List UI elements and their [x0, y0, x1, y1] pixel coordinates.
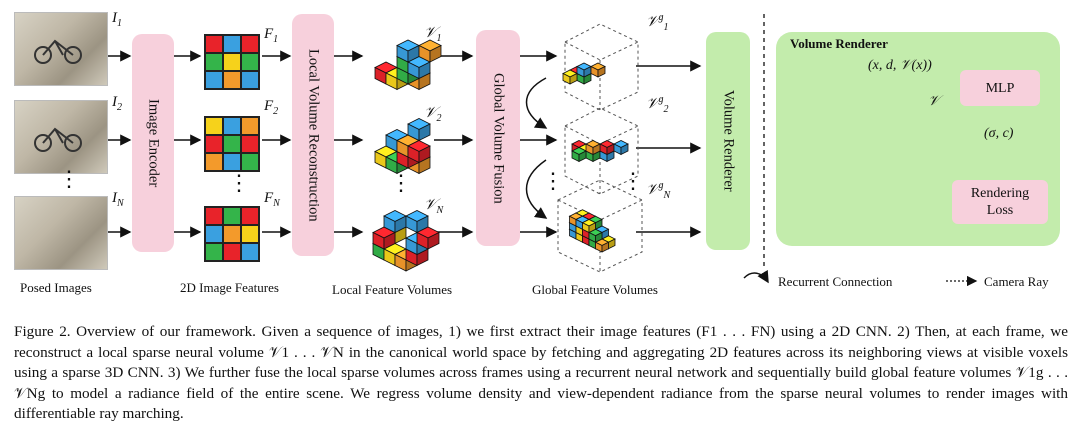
feature-cell [223, 71, 241, 89]
feature-cell [241, 35, 259, 53]
posed-image-2 [14, 100, 108, 174]
feature-cell [205, 153, 223, 171]
bicycle-icon [34, 39, 82, 64]
feature-label-n: FN [264, 190, 280, 209]
global-feature-volumes-label: Global Feature Volumes [532, 282, 658, 297]
input-label-2: I2 [112, 94, 122, 113]
local-volume-reconstruction-label: Local Volume Reconstruction [305, 48, 322, 222]
ellipsis-vertical: ⋮ [542, 168, 564, 193]
voxel [613, 140, 629, 156]
feature-cell [205, 35, 223, 53]
global-volume-fusion-box: Global Volume Fusion [476, 30, 520, 246]
local-volume-reconstruction-box: Local Volume Reconstruction [292, 14, 334, 256]
query-tuple: (x, d, 𝒱(x)) [868, 58, 932, 73]
feature-cell [223, 243, 241, 261]
voxel [585, 140, 601, 156]
voxel [576, 62, 592, 78]
volume-symbol: 𝒱 [928, 94, 940, 109]
framework-figure: I1 I2 IN ⋮ Image Encoder F1 F2 FN ⋮ Loca… [14, 10, 1060, 297]
voxel [418, 39, 442, 63]
image-encoder-box: Image Encoder [132, 34, 174, 252]
volume-renderer-panel-title: Volume Renderer [790, 36, 888, 51]
local-volume-label-2: 𝒱2 [424, 105, 442, 124]
mlp-box: MLP [960, 70, 1040, 106]
mlp-label: MLP [985, 80, 1015, 96]
feature-cell [241, 71, 259, 89]
feature-label-2: F2 [264, 98, 279, 117]
feature-cell [241, 225, 259, 243]
ellipsis-vertical: ⋮ [622, 168, 644, 193]
image-features-label: 2D Image Features [180, 280, 279, 295]
voxel [407, 118, 431, 142]
feature-cell [241, 117, 259, 135]
ellipsis-vertical: ⋮ [58, 166, 80, 191]
local-feature-volumes-label: Local Feature Volumes [332, 282, 453, 297]
feature-cell [205, 225, 223, 243]
feature-cell [241, 207, 259, 225]
feature-cell [205, 71, 223, 89]
voxel [590, 62, 606, 78]
feature-cell [205, 243, 223, 261]
volume-renderer-label: Volume Renderer [720, 90, 737, 192]
feature-cell [241, 243, 259, 261]
feature-map-n [204, 206, 260, 262]
volume-renderer-box: Volume Renderer [706, 32, 750, 250]
feature-cell [205, 53, 223, 71]
feature-cell [223, 35, 241, 53]
voxel-cubes [372, 39, 867, 272]
global-volume-fusion-label: Global Volume Fusion [490, 72, 507, 204]
bicycle-icon [34, 127, 82, 152]
density-color-output: (σ, c) [984, 126, 1014, 141]
ellipsis-vertical: ⋮ [228, 170, 250, 195]
feature-cell [223, 135, 241, 153]
feature-cell [223, 225, 241, 243]
local-volume-label-n: 𝒱N [424, 197, 444, 216]
rendering-loss-line-1: Rendering [970, 186, 1030, 201]
voxel [581, 219, 597, 234]
feature-cell [223, 153, 241, 171]
feature-cell [223, 207, 241, 225]
voxel [571, 147, 587, 163]
voxel [562, 69, 578, 85]
posed-image-n [14, 196, 108, 270]
feature-cell [241, 53, 259, 71]
voxel [416, 226, 440, 250]
global-volume-label-n: 𝒱gN [646, 180, 671, 201]
local-volume-label-1: 𝒱1 [424, 25, 442, 44]
feature-cell [205, 207, 223, 225]
legend-camera-ray: Camera Ray [984, 274, 1049, 289]
feature-cell [223, 53, 241, 71]
image-encoder-label: Image Encoder [145, 98, 162, 188]
voxel [599, 140, 615, 156]
posed-image-1 [14, 12, 108, 86]
feature-map-1 [204, 34, 260, 90]
input-label-1: I1 [112, 10, 122, 29]
input-label-n: IN [112, 190, 124, 209]
feature-cell [205, 135, 223, 153]
rendering-loss-line-2: Loss [986, 203, 1014, 218]
feature-cell [241, 153, 259, 171]
global-volume-label-1: 𝒱g1 [646, 12, 669, 33]
feature-label-1: F1 [264, 26, 279, 45]
feature-cell [223, 117, 241, 135]
feature-map-2 [204, 116, 260, 172]
voxel [407, 140, 431, 164]
posed-images-label: Posed Images [20, 280, 92, 295]
global-volume-label-2: 𝒱g2 [646, 94, 669, 115]
feature-cell [205, 117, 223, 135]
feature-cell [241, 135, 259, 153]
legend-recurrent-connection: Recurrent Connection [778, 274, 893, 289]
ellipsis-vertical: ⋮ [390, 170, 412, 195]
figure-caption: Figure 2. Overview of our framework. Giv… [14, 323, 1068, 423]
voxel [588, 228, 603, 243]
